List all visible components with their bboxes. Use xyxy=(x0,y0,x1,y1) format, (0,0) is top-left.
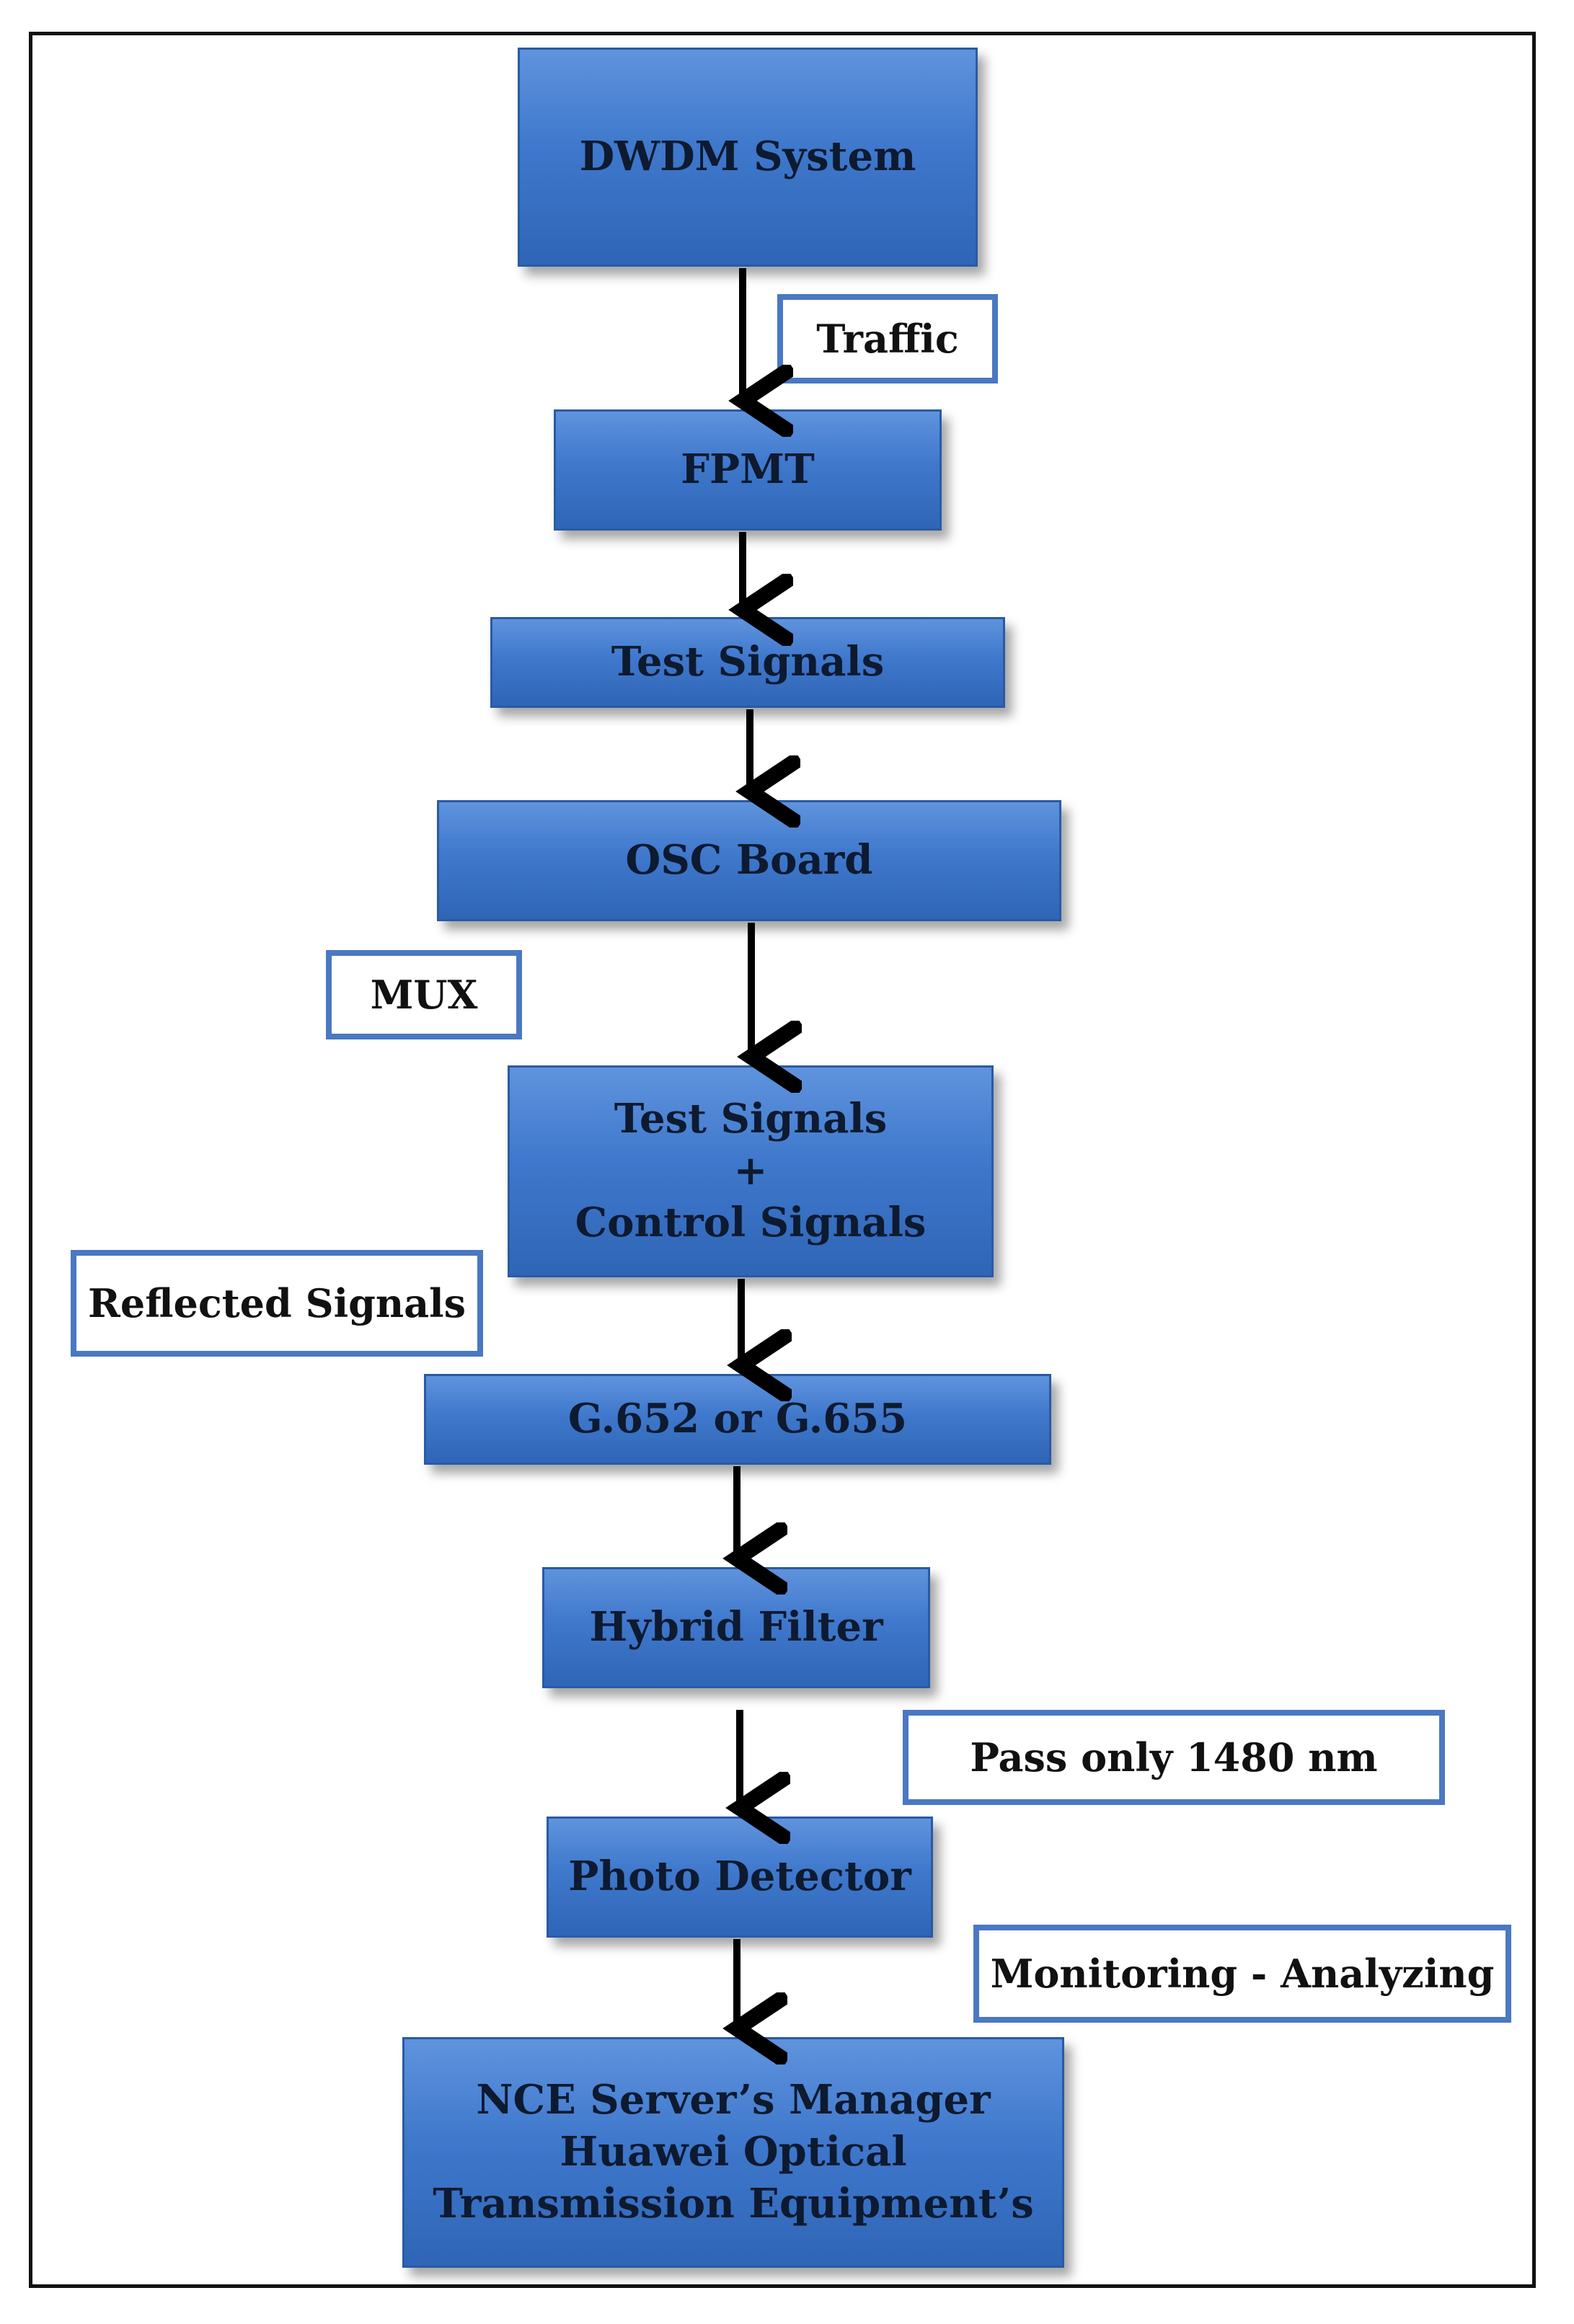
node-hybrid-filter-text: Hybrid Filter xyxy=(589,1603,883,1651)
node-dwdm-system: DWDM System xyxy=(518,48,978,267)
node-fpmt-text: FPMT xyxy=(681,445,815,494)
node-dwdm-system-text: DWDM System xyxy=(579,133,916,181)
label-mux: MUX xyxy=(326,950,522,1039)
label-pass-1480nm-text: Pass only 1480 nm xyxy=(970,1734,1378,1780)
node-test-signals-text: Test Signals xyxy=(611,638,885,686)
node-test-control-line3: Control Signals xyxy=(575,1198,927,1246)
label-traffic-text: Traffic xyxy=(816,316,959,362)
node-test-control-line2: + xyxy=(733,1147,768,1195)
node-photo-detector-text: Photo Detector xyxy=(568,1853,911,1901)
label-mux-text: MUX xyxy=(370,972,478,1018)
node-test-control-signals: Test Signals + Control Signals xyxy=(508,1065,994,1277)
label-monitoring-analyzing-text: Monitoring - Analyzing xyxy=(990,1951,1495,1997)
node-nce-line3: Transmission Equipment’s xyxy=(433,2179,1034,2227)
label-monitoring-analyzing: Monitoring - Analyzing xyxy=(973,1925,1511,2023)
node-fiber-text: G.652 or G.655 xyxy=(567,1395,908,1443)
label-reflected-signals: Reflected Signals xyxy=(71,1250,483,1357)
node-nce-server: NCE Server’s Manager Huawei Optical Tran… xyxy=(402,2037,1064,2268)
label-reflected-signals-text: Reflected Signals xyxy=(87,1280,467,1326)
node-nce-line1: NCE Server’s Manager xyxy=(476,2076,991,2124)
label-traffic: Traffic xyxy=(777,294,998,383)
node-osc-board-text: OSC Board xyxy=(625,836,873,884)
label-pass-1480nm: Pass only 1480 nm xyxy=(903,1710,1445,1805)
node-test-control-line1: Test Signals xyxy=(614,1095,888,1143)
node-nce-line2: Huawei Optical xyxy=(560,2128,907,2176)
